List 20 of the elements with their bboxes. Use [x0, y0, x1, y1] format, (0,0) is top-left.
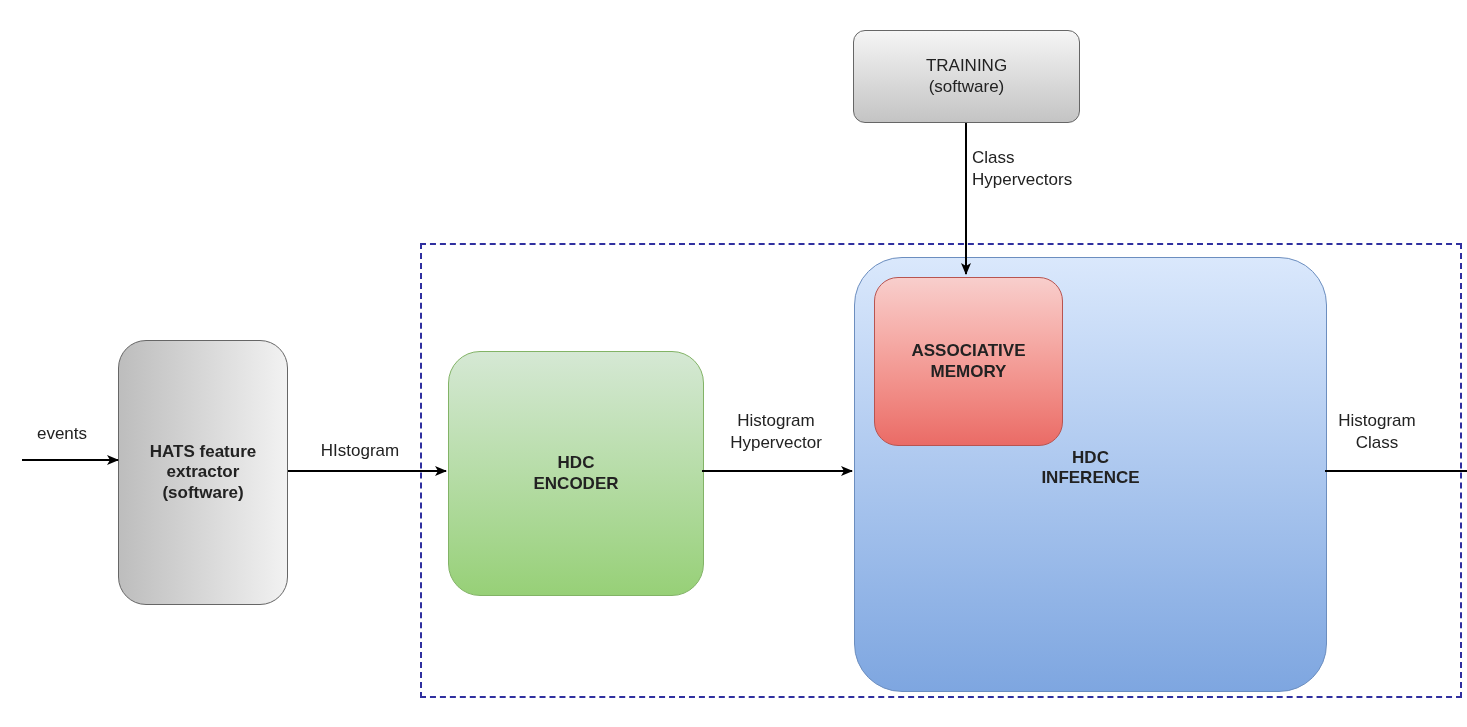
arrow — [961, 122, 971, 275]
node-label: TRAINING (software) — [924, 56, 1009, 97]
edge-label: HIstogram — [319, 440, 401, 462]
node-label: HATS feature extractor (software) — [148, 441, 258, 504]
node-label: HDC INFERENCE — [1040, 448, 1141, 489]
process-box — [854, 257, 1327, 692]
arrow — [701, 466, 853, 476]
node-label: HDC ENCODER — [532, 453, 620, 494]
dashed-boundary — [420, 243, 1462, 698]
process-box — [853, 30, 1080, 123]
edge-label: Class Hypervectors — [972, 147, 1074, 192]
process-box — [118, 340, 288, 605]
edge-label: Histogram Hypervector — [729, 410, 823, 455]
process-box — [874, 277, 1063, 446]
edge-label: events — [35, 423, 89, 445]
arrow — [21, 455, 119, 465]
process-box — [448, 351, 704, 596]
edge-label: Histogram Class — [1337, 410, 1417, 455]
arrow — [287, 466, 447, 476]
node-label: ASSOCIATIVE MEMORY — [910, 341, 1027, 382]
